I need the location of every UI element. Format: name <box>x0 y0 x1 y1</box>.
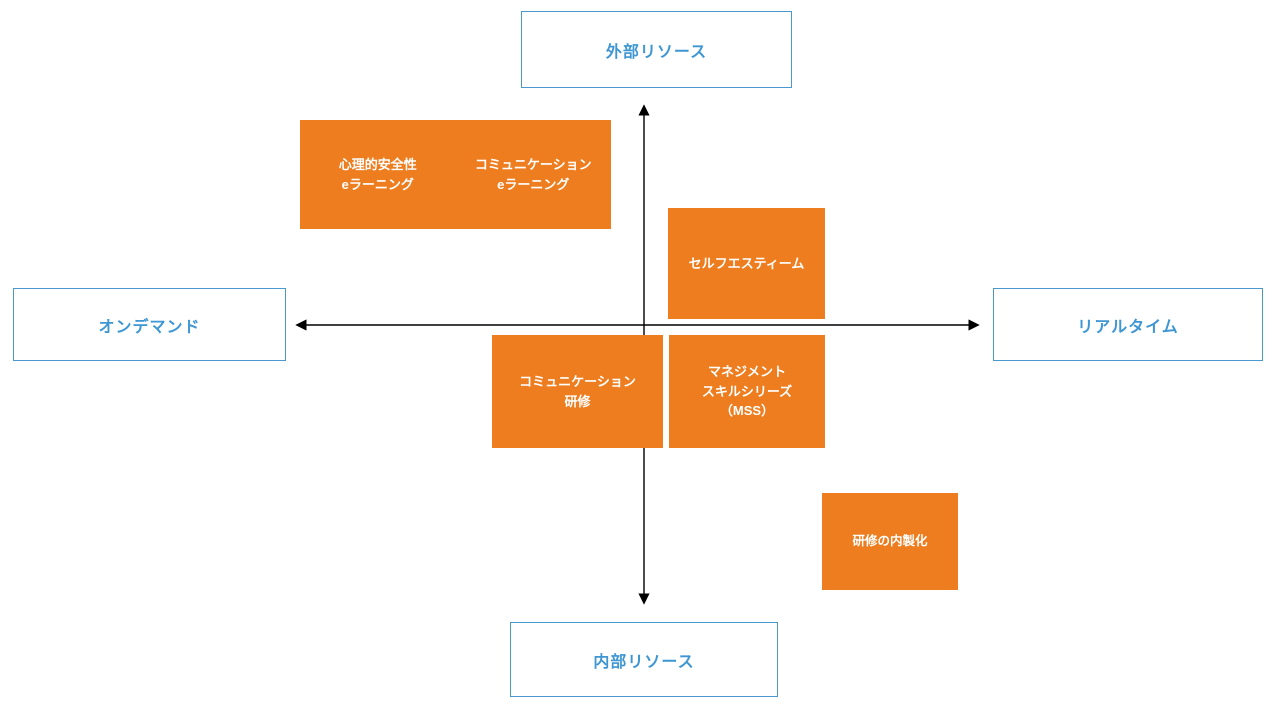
item-communication-training: コミュニケーション 研修 <box>492 335 663 448</box>
axis-label-external-resources: 外部リソース <box>521 11 792 88</box>
item-label: セルフエスティーム <box>688 255 805 271</box>
axis-label-on-demand: オンデマンド <box>13 288 286 361</box>
axis-label-real-time: リアルタイム <box>993 288 1263 361</box>
axis-label-internal-resources: 内部リソース <box>510 622 778 697</box>
item-label: 研修の内製化 <box>852 534 928 549</box>
item-management-skill-series: マネジメント スキルシリーズ （MSS） <box>669 335 825 448</box>
item-communication-elearning: コミュニケーション eラーニング <box>474 157 592 192</box>
item-label: マネジメント スキルシリーズ （MSS） <box>701 364 793 419</box>
item-self-esteem: セルフエスティーム <box>668 208 825 319</box>
item-elearning-group: 心理的安全性 eラーニング コミュニケーション eラーニング <box>300 120 611 229</box>
axis-label-text: 外部リソース <box>605 43 708 61</box>
item-label: コミュニケーション 研修 <box>519 374 636 409</box>
axis-label-text: 内部リソース <box>593 653 695 671</box>
item-training-internalization: 研修の内製化 <box>822 493 958 590</box>
axis-label-text: リアルタイム <box>1077 318 1179 336</box>
item-psych-safety-elearning: 心理的安全性 eラーニング <box>338 157 417 192</box>
axis-label-text: オンデマンド <box>98 318 201 336</box>
